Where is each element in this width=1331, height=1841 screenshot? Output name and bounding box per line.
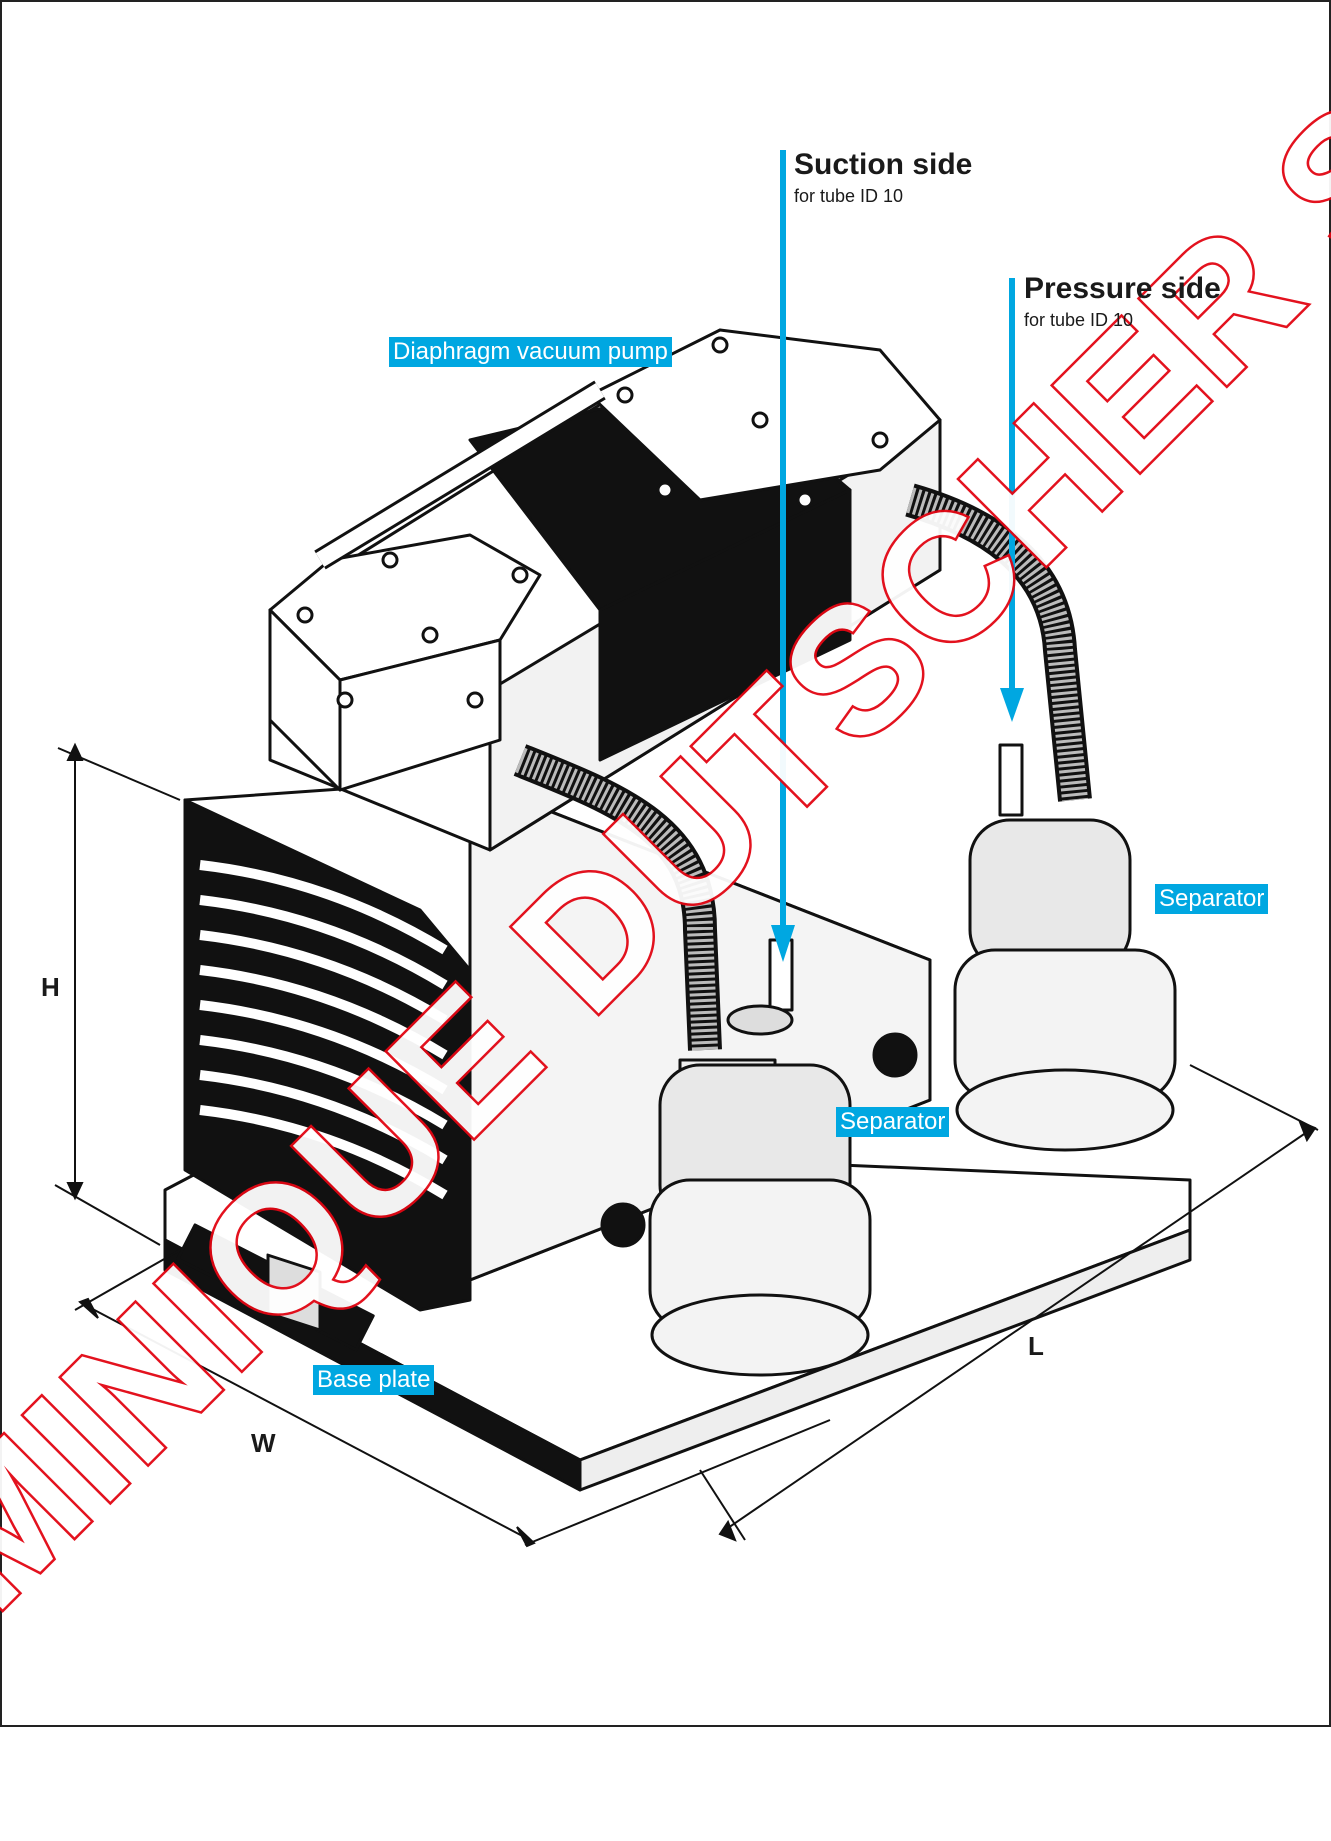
vent-slots: [199, 860, 448, 1200]
width-label: W: [251, 1428, 276, 1458]
suction-arrow-head: [771, 925, 795, 962]
length-label: L: [1028, 1331, 1044, 1361]
separator-right-label: Separator: [1155, 884, 1269, 914]
pressure-arrow-head: [1000, 688, 1024, 722]
page-border: [0, 0, 1331, 1727]
suction-title: Suction side: [794, 148, 973, 181]
separator-left-label: Separator: [836, 1107, 950, 1137]
dimension-lines: [54, 742, 1319, 1548]
separator-right-bottle: [953, 743, 1177, 1152]
knob-rear: [872, 1032, 918, 1078]
suction-subtitle: for tube ID 10: [794, 186, 904, 206]
height-label: H: [41, 972, 60, 1002]
flow-arrows: [771, 150, 1024, 962]
separator-left-bottle: [648, 938, 872, 1377]
pump-diagram: [0, 0, 1331, 1727]
pressure-subtitle: for tube ID 10: [1024, 310, 1134, 330]
screws: [296, 336, 889, 709]
power-switch: [266, 1253, 322, 1332]
pump-drawing: [163, 328, 1192, 1492]
pressure-title: Pressure side: [1024, 272, 1221, 305]
knob-front: [600, 1202, 646, 1248]
base-plate-label: Base plate: [313, 1365, 435, 1395]
pump-label: Diaphragm vacuum pump: [389, 337, 672, 367]
